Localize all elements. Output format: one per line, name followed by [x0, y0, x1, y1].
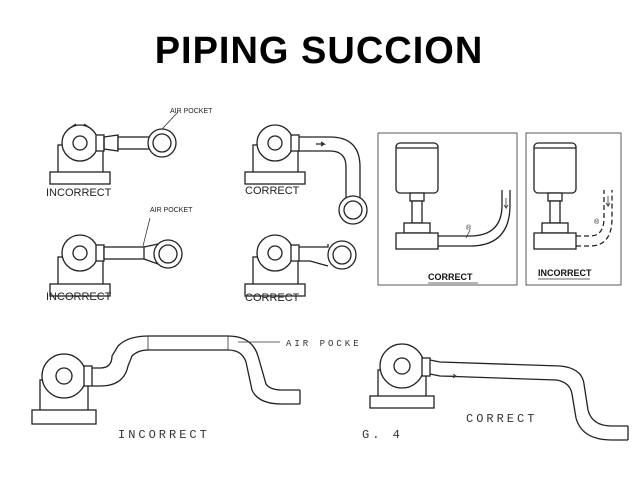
diagram-top-left: AIR POCKET INCORRECT	[46, 108, 213, 199]
diagram-mid-left: AIR POCKET INCORRECT	[46, 207, 193, 303]
diagram-vertical-correct: ® CORRECT	[377, 132, 518, 286]
status-label: INCORRECT	[46, 291, 112, 303]
diagram-bottom-left: AIR POCKE INCORRECT	[31, 335, 362, 442]
diagram-bottom-right: G. 4 CORRECT	[362, 343, 629, 442]
status-label: INCORRECT	[118, 428, 210, 442]
air-pocket-label: AIR POCKE	[286, 339, 362, 349]
status-label: INCORRECT	[46, 187, 112, 199]
air-pocket-label: AIR POCKET	[150, 207, 193, 214]
marker-label: ®	[594, 218, 600, 226]
figure-label: G. 4	[362, 428, 403, 442]
motor-icon	[533, 142, 577, 194]
diagram-vertical-incorrect: ® INCORRECT	[525, 132, 622, 286]
status-label: CORRECT	[245, 185, 300, 197]
status-label: CORRECT	[428, 272, 473, 282]
status-label: CORRECT	[466, 412, 537, 426]
page-title: PIPING SUCCION	[154, 30, 484, 72]
diagram-top-middle: CORRECT	[244, 124, 368, 225]
status-label: CORRECT	[245, 292, 300, 304]
air-pocket-label: AIR POCKET	[170, 108, 213, 115]
status-label: INCORRECT	[538, 268, 592, 278]
marker-label: ®	[466, 224, 472, 232]
motor-icon	[395, 142, 439, 194]
diagram-mid-middle: CORRECT	[244, 234, 357, 304]
